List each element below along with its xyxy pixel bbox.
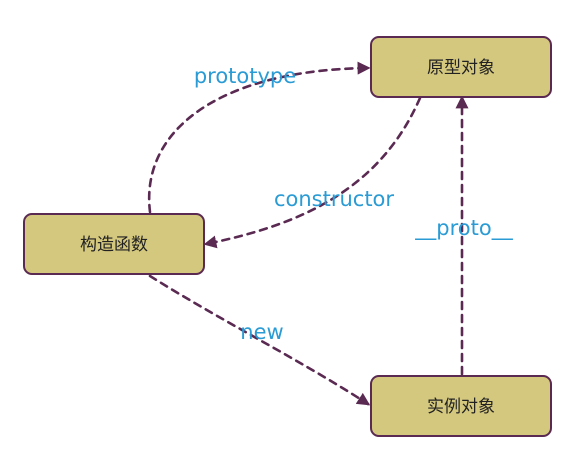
prototype-object-node: 原型对象 xyxy=(370,36,552,98)
prototype-object-box xyxy=(370,36,552,98)
constructor-function-node: 构造函数 xyxy=(23,213,205,275)
constructor-function-label: 构造函数 xyxy=(80,235,148,255)
prototype-edge xyxy=(147,61,371,214)
new-edge xyxy=(148,274,371,406)
instance-object-label: 实例对象 xyxy=(427,397,495,417)
instance-object-box xyxy=(370,375,552,437)
instance-object-node: 实例对象 xyxy=(370,375,552,437)
constructor-function-box xyxy=(23,213,205,275)
proto-edge-label: __proto__ xyxy=(414,216,513,241)
prototype-edge-label: prototype xyxy=(194,64,296,88)
prototype-object-label: 原型对象 xyxy=(427,58,495,78)
constructor-edge xyxy=(203,96,422,249)
new-edge-label: new xyxy=(240,320,283,344)
constructor-edge-label: constructor xyxy=(274,187,394,211)
